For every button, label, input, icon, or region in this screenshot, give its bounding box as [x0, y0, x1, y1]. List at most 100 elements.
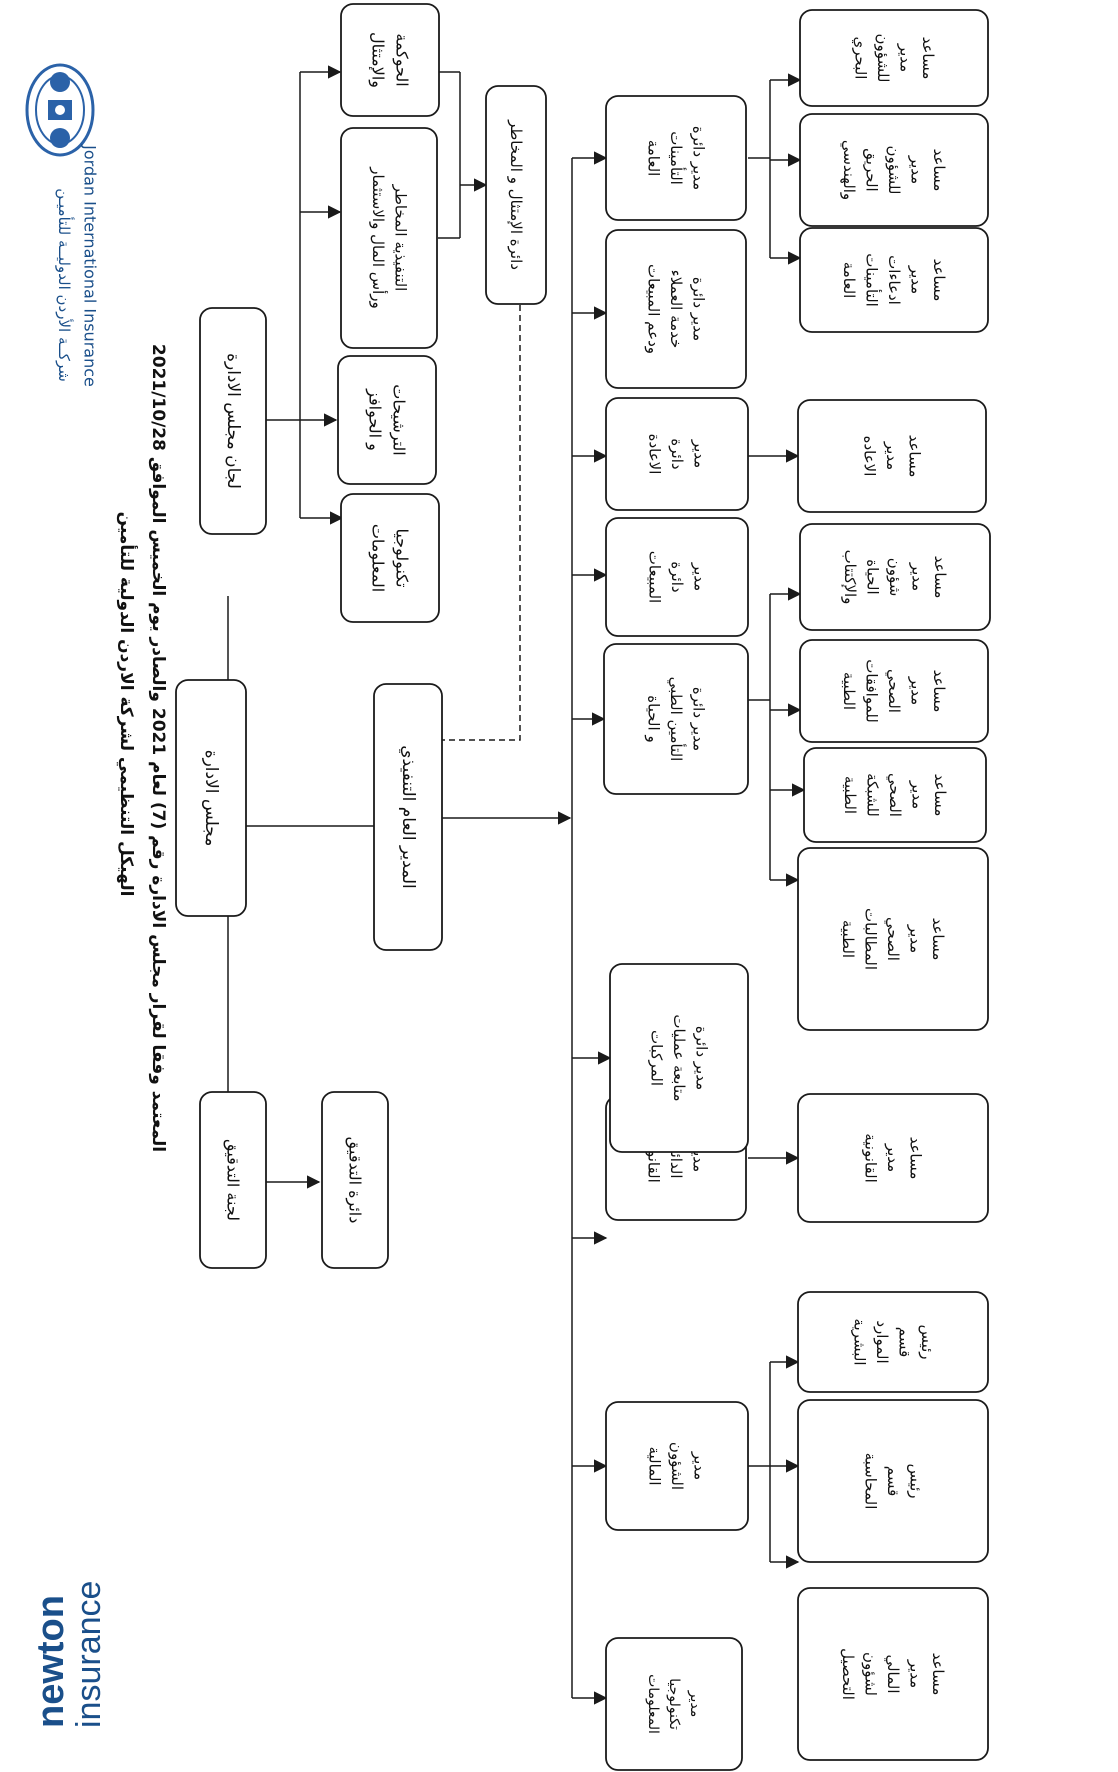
node-label-line: مدير [908, 676, 926, 705]
node-box [337, 355, 437, 485]
node-label-line: القانونية [862, 1133, 880, 1183]
company-seal-logo [25, 63, 95, 157]
node-label-line: مدير دائرة [690, 126, 708, 190]
node-label-line: مدير [691, 439, 709, 468]
node-label-line: مدير [896, 43, 914, 72]
node-label-line: الموارد [873, 1320, 891, 1363]
node-label-line: مساعد [931, 556, 949, 599]
node-box [799, 113, 989, 227]
chart-title: الهيكل التنظيمي لشركة الاردن الدولية للت… [116, 512, 138, 897]
node-label-line: والإمتثال [368, 32, 388, 88]
node-label-line: مدير [908, 265, 926, 294]
node-box [199, 307, 267, 535]
connector-lines [227, 65, 806, 1705]
node-label-line: لجان مجلس الادارة [223, 353, 243, 489]
node-label-line: مدير [883, 441, 901, 470]
node-label-line: مدير دائرة [690, 687, 708, 751]
node-box [799, 639, 989, 743]
node-label-line: متابعة عمليات [670, 1014, 688, 1101]
insurance-logo-word: insurance [70, 1580, 108, 1728]
node-label-line: مدير [909, 780, 927, 809]
node-label-line: مساعد [931, 774, 949, 817]
node-box [797, 1291, 989, 1393]
node-label-line: قسم [895, 1327, 913, 1358]
node-label-line: و الحياة [645, 695, 663, 742]
node-box [340, 3, 440, 117]
node-label-line: رئيس [918, 1324, 936, 1359]
node-box [797, 1093, 989, 1223]
chart-subtitle: المعتمد وفقا لقرار مجلس الادارة رقم (7) … [148, 344, 168, 1152]
node-label-line: لجنة التدقيق [223, 1139, 243, 1221]
node-ceo: المدير العام التنفيذي [373, 683, 443, 951]
node-label-line: الصحي [883, 917, 902, 961]
node-box [175, 679, 247, 917]
node-label-line: مدير [907, 1659, 925, 1688]
text-layer: الهيكل التنظيمي لشركة الاردن الدولية للت… [55, 144, 168, 1152]
node-label-line: و الحوافز [365, 388, 385, 451]
node-board-committees: لجان مجلس الادارة [199, 307, 267, 535]
node-box [605, 397, 749, 511]
node-label-line: للشبكة [864, 773, 882, 817]
node-box [797, 1587, 989, 1761]
node-box [321, 1091, 389, 1269]
node-label-line: مساعد [907, 1137, 925, 1180]
node-label-line: مدير دائرة [690, 277, 708, 341]
node-label-line: المبيعات [646, 551, 664, 603]
node-label-line: المطالبات [862, 908, 880, 970]
node-label-line: مدير [691, 562, 709, 591]
node-label-line: مدير [687, 1690, 703, 1717]
node-label-line: دائرة الإمتثال و المخاطر [507, 119, 525, 270]
newton-logo: newton insurance [30, 1581, 120, 1728]
node-label-line: العامة [645, 140, 663, 177]
node-box [797, 399, 987, 513]
node-box [797, 847, 989, 1031]
node-label-line: مدير [909, 562, 927, 591]
node-label-line: ورأس المال والاستثمار [369, 166, 388, 308]
node-label-line: مدير [907, 924, 925, 953]
node-label-line: مساعد [929, 918, 947, 961]
node-label-line: المحاسبة [862, 1453, 880, 1510]
node-box [799, 9, 989, 107]
node-label-line: الحوكمة [392, 33, 412, 86]
node-label-line: التأمين الطبي [666, 677, 687, 762]
node-label-line: مدير [908, 155, 926, 184]
node-label-line: الحياة [864, 559, 882, 594]
node-label-line: الصحي [885, 773, 904, 817]
node-label-line: شؤون [886, 558, 904, 597]
node-box [373, 683, 443, 951]
node-label-line: والإكتتاب [841, 550, 859, 605]
node-box [605, 229, 747, 389]
node-label-line: الاعاده [861, 436, 879, 477]
node-label-line: المعلومات [645, 1674, 661, 1734]
node-label-line: المركبات [648, 1030, 666, 1086]
node-box [799, 227, 989, 333]
node-label-line: مساعد [930, 259, 948, 302]
node-box [605, 95, 747, 221]
node-label-line: مساعد [929, 1653, 947, 1696]
node-label-line: البشرية [850, 1318, 868, 1365]
node-label-line: مساعد [930, 670, 948, 713]
node-box [799, 523, 991, 631]
node-label-line: الصحي [884, 669, 903, 713]
node-label-line: المالي [883, 1654, 902, 1693]
node-box [485, 85, 547, 305]
node-label-line: التنفيذية المخاطر [391, 184, 409, 292]
node-label-line: التأمينات [667, 131, 687, 185]
